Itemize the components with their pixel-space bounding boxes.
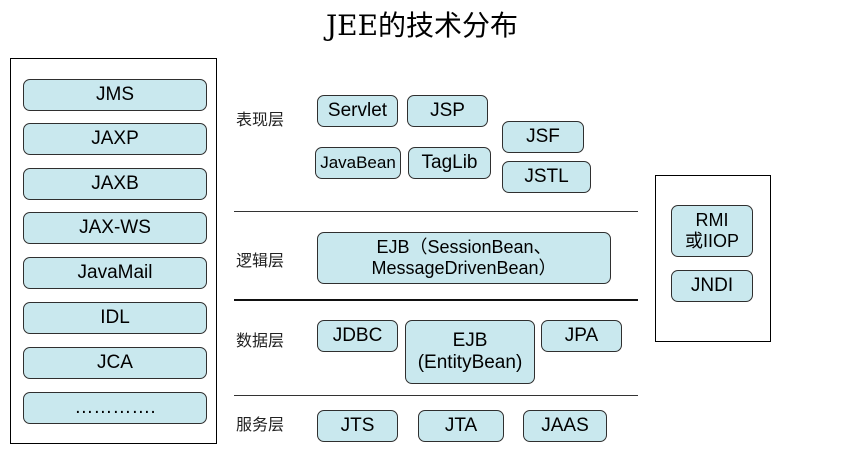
box-ejb-session: EJB（SessionBean、 MessageDrivenBean）	[317, 232, 611, 284]
left-box-javamail: JavaMail	[23, 257, 207, 289]
left-box-jaxp: JAXP	[23, 123, 207, 155]
box-jndi: JNDI	[671, 270, 753, 302]
left-box-jca: JCA	[23, 347, 207, 379]
left-box-jax-ws: JAX-WS	[23, 212, 207, 244]
box-jaas: JAAS	[523, 410, 607, 442]
layer-label-presentation: 表现层	[236, 110, 285, 129]
box-jta: JTA	[418, 410, 504, 442]
box-servlet: Servlet	[317, 95, 398, 127]
box-javabean: JavaBean	[315, 147, 401, 179]
divider-presentation-logic	[234, 211, 638, 212]
layer-label-logic: 逻辑层	[236, 251, 285, 270]
layer-label-data: 数据层	[236, 331, 285, 350]
box-jsf: JSF	[502, 121, 584, 153]
box-rmi-iiop: RMI 或IIOP	[671, 205, 753, 257]
divider-logic-data	[234, 299, 638, 301]
left-box-ellipsis: ………….	[23, 392, 207, 424]
left-box-jms: JMS	[23, 79, 207, 111]
box-jsp: JSP	[407, 95, 488, 127]
box-jts: JTS	[317, 410, 398, 442]
divider-data-service	[234, 395, 638, 396]
left-box-idl: IDL	[23, 302, 207, 334]
left-panel: JMS JAXP JAXB JAX-WS JavaMail IDL JCA ………	[10, 58, 217, 444]
layer-label-service: 服务层	[236, 415, 285, 434]
box-jdbc: JDBC	[317, 320, 398, 352]
left-box-jaxb: JAXB	[23, 168, 207, 200]
right-panel: RMI 或IIOP JNDI	[655, 175, 771, 342]
box-jpa: JPA	[541, 320, 622, 352]
box-taglib: TagLib	[408, 147, 491, 179]
box-jstl: JSTL	[502, 161, 591, 193]
box-ejb-entity: EJB (EntityBean)	[405, 320, 535, 384]
page-title: JEE的技术分布	[325, 9, 519, 42]
